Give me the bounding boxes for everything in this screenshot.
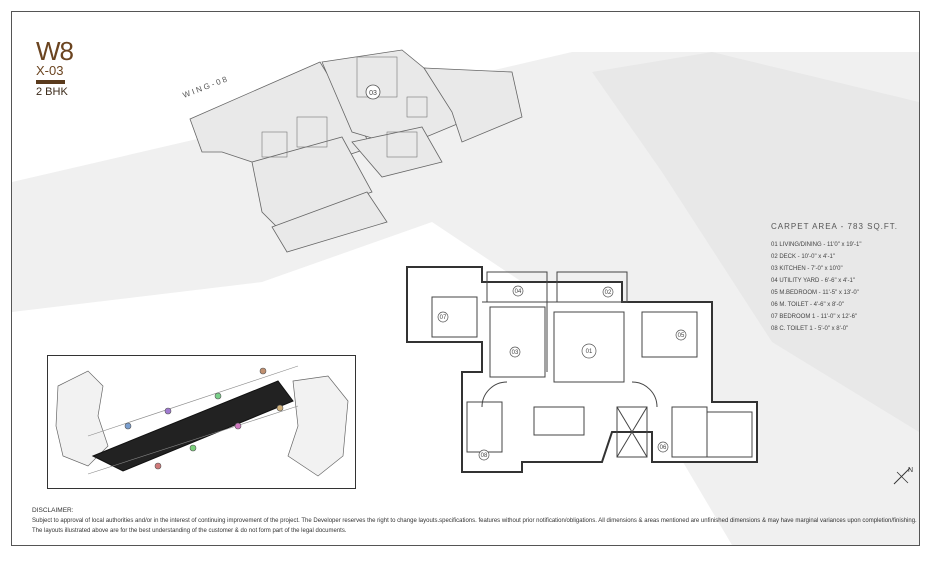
legend-item: 08 C. TOILET 1 - 5'-0" x 8'-0": [771, 326, 849, 332]
room-marker-02: 02: [605, 290, 612, 296]
legend-item: 06 M. TOILET - 4'-6" x 8'-0": [771, 302, 844, 308]
wing-unit-marker: 03: [369, 90, 377, 97]
legend-item: 02 DECK - 10'-0" x 4'-1": [771, 254, 835, 260]
unit-floor-plan: 01 02 03 04 05 06 07 08: [406, 266, 758, 473]
floor-plan-sheet: 03 W I N G - 0 8 W8 X-03 2 BHK CARPET AR…: [11, 11, 920, 546]
room-legend: CARPET AREA - 783 SQ.FT. 01 LIVING/DININ…: [771, 221, 898, 335]
room-marker-05: 05: [678, 333, 685, 339]
north-label: N: [908, 467, 913, 474]
carpet-area: CARPET AREA - 783 SQ.FT.: [771, 222, 898, 231]
unit-title: W8 X-03 2 BHK: [36, 36, 74, 98]
room-marker-08: 08: [481, 453, 488, 459]
legend-item: 07 BEDROOM 1 - 11'-0" x 12'-6": [771, 314, 858, 320]
room-marker-03: 03: [512, 350, 519, 356]
disclaimer-text: Subject to approval of local authorities…: [32, 518, 917, 534]
legend-item: 05 M.BEDROOM - 11'-5" x 13'-0": [771, 290, 859, 296]
unit-code: X-03: [36, 63, 64, 78]
key-plan: [47, 355, 356, 489]
room-marker-04: 04: [515, 289, 522, 295]
disclaimer-heading: DISCLAIMER:: [32, 507, 74, 514]
room-marker-01: 01: [586, 349, 593, 355]
room-marker-07: 07: [440, 315, 447, 321]
wing-plan: 03 W I N G - 0 8: [181, 49, 523, 253]
north-arrow: N: [892, 464, 916, 493]
wing-code: W8: [36, 36, 74, 66]
disclaimer: DISCLAIMER: Subject to approval of local…: [32, 506, 919, 536]
title-divider: [36, 80, 65, 84]
room-marker-06: 06: [660, 445, 667, 451]
legend-item: 03 KITCHEN - 7'-0" x 10'0": [771, 266, 843, 272]
legend-item: 01 LIVING/DINING - 11'0" x 19'-1": [771, 242, 862, 248]
legend-item: 04 UTILITY YARD - 6'-6" x 4'-1": [771, 278, 855, 284]
unit-type: 2 BHK: [36, 86, 68, 98]
